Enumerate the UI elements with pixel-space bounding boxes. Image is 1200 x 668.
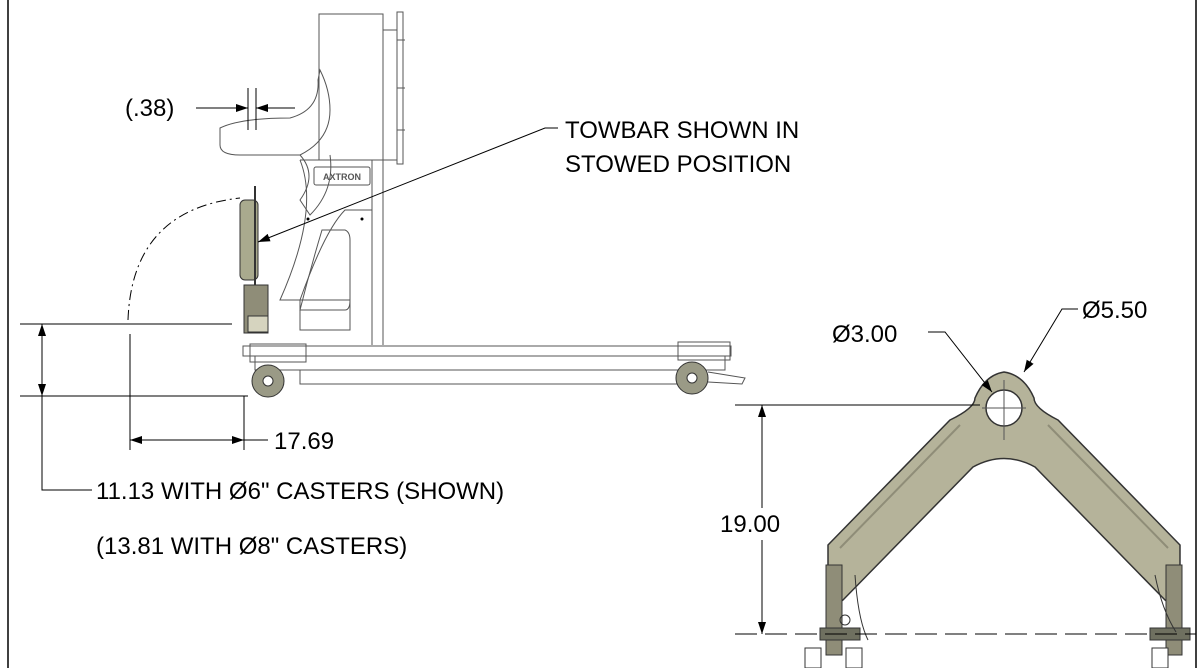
towbar-callout-line2: STOWED POSITION xyxy=(565,151,791,178)
cradle-foot-right xyxy=(1165,564,1183,656)
side-frame xyxy=(279,159,372,301)
cradle-height-label-bg xyxy=(716,508,800,540)
side-arm xyxy=(219,68,331,156)
dim-038-label: (.38) xyxy=(125,95,174,122)
height-note-line1: 11.13 WITH Ø6" CASTERS (SHOWN) xyxy=(96,478,504,505)
cable-left xyxy=(854,574,869,641)
height-note-line2: (13.81 WITH Ø8" CASTERS) xyxy=(96,533,407,560)
cradle-height-label: 19.00 xyxy=(720,511,780,538)
side-arm-inner xyxy=(299,154,332,216)
arc-diameter-leader xyxy=(1023,308,1078,373)
height-leader xyxy=(41,396,92,491)
left-caster-hub xyxy=(262,375,274,387)
frame-dot xyxy=(360,217,364,221)
cradle-inner-rib-right xyxy=(1047,424,1169,549)
base-rail xyxy=(242,345,732,357)
horiz-dim-label: 17.69 xyxy=(274,428,334,455)
cradle-inner-rib-left xyxy=(839,424,961,549)
logo-text: AXTRON xyxy=(323,172,361,182)
bolt-left-2 xyxy=(845,647,863,668)
towbar-swing-arc xyxy=(127,197,241,321)
side-top-box xyxy=(318,13,384,161)
cable-right xyxy=(1154,574,1177,633)
side-view-dolly: AXTRON xyxy=(127,11,746,398)
right-caster-hub xyxy=(686,372,698,384)
towbar-callout-leader xyxy=(257,127,558,243)
logo-badge xyxy=(313,166,371,186)
frame-bracket xyxy=(299,299,351,331)
hole-diameter-label: Ø3.00 xyxy=(832,321,897,348)
arc-diameter-label: Ø5.50 xyxy=(1082,297,1147,324)
towbar-callout-line1: TOWBAR SHOWN IN xyxy=(565,117,799,144)
right-caster-brake xyxy=(707,371,746,385)
bolt-left-1 xyxy=(804,647,822,668)
pin-left xyxy=(839,614,851,626)
frame-dot xyxy=(306,217,310,221)
side-top-flange xyxy=(382,29,398,161)
base-rail-skirt xyxy=(254,355,726,371)
side-frame-slot xyxy=(299,229,351,311)
base-rail-lower xyxy=(299,369,701,385)
left-caster-bracket xyxy=(249,343,307,363)
towbar-latch xyxy=(247,315,269,333)
front-view-cradle xyxy=(804,371,1191,668)
cradle-foot-left xyxy=(825,564,843,656)
bolt-right-1 xyxy=(1151,647,1169,668)
hole-diameter-leader xyxy=(928,331,993,393)
right-caster-bracket xyxy=(677,341,731,361)
